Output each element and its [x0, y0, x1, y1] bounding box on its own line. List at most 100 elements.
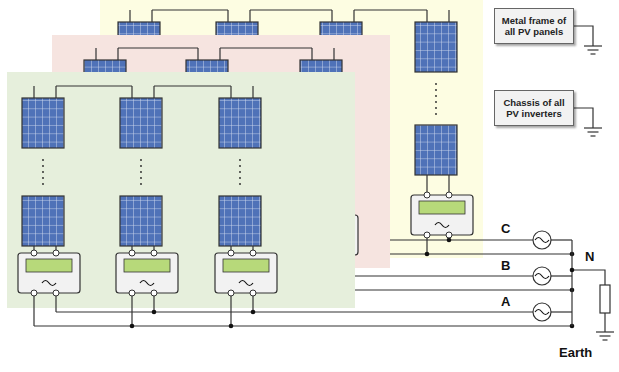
continuation-dot — [435, 107, 437, 109]
grounding-box: Chassis of all PV inverters — [494, 90, 574, 126]
terminal — [151, 290, 157, 296]
ground-symbol — [584, 45, 602, 46]
ground-symbol — [596, 331, 614, 332]
string-wire — [230, 86, 231, 98]
ac-symbol — [239, 281, 253, 286]
pv-array-layer — [7, 72, 574, 328]
ac-symbol — [535, 310, 549, 315]
junction-dot — [152, 310, 157, 315]
inverter-display — [223, 259, 269, 272]
neutral-star — [571, 240, 572, 326]
pv-panel — [120, 98, 162, 148]
continuation-dot — [435, 83, 437, 85]
ac-source — [533, 303, 551, 321]
string-wire — [55, 86, 56, 98]
ac-symbol — [140, 281, 154, 286]
ground-symbol — [584, 127, 602, 128]
ac-source — [533, 231, 551, 249]
string-wire — [333, 48, 334, 60]
terminal — [228, 290, 234, 296]
terminal — [250, 290, 256, 296]
array-background — [7, 72, 355, 308]
string-wire — [56, 85, 132, 86]
continuation-dot — [239, 171, 241, 173]
continuation-dot — [140, 165, 142, 167]
terminal — [446, 192, 452, 198]
string-wire — [331, 10, 332, 22]
string-wire — [95, 48, 96, 60]
continuation-dot — [435, 89, 437, 91]
junction-dot — [425, 252, 430, 257]
ac-symbol — [435, 223, 449, 228]
earth-wire — [604, 313, 605, 332]
ac-source — [533, 267, 551, 285]
ac-wire — [230, 293, 231, 326]
continuation-dot — [435, 101, 437, 103]
junction-dot — [229, 324, 234, 329]
ground-symbol — [588, 49, 599, 50]
string-wire — [227, 10, 228, 22]
source-wire — [551, 275, 572, 276]
terminal — [424, 232, 430, 238]
continuation-dot — [42, 177, 44, 179]
string-wire — [354, 9, 427, 10]
string-wire — [131, 86, 132, 98]
string-wire — [118, 47, 198, 48]
ac-wire — [33, 293, 34, 326]
string-wire — [129, 10, 130, 22]
inverter-display — [419, 201, 465, 214]
string-wire — [250, 9, 332, 10]
earth-wire — [574, 108, 593, 128]
terminal — [250, 250, 256, 256]
neutral-bus — [34, 325, 572, 326]
source-wire — [551, 311, 572, 312]
junction-dot — [251, 310, 256, 315]
inverter-display — [26, 259, 72, 272]
ground-symbol — [588, 131, 599, 132]
ground-symbol — [591, 135, 596, 136]
pv-panel — [415, 125, 457, 175]
string-wire — [197, 48, 198, 60]
phase-bus — [56, 311, 533, 312]
pv-panel — [120, 196, 162, 246]
terminal — [151, 250, 157, 256]
ac-symbol — [535, 274, 549, 279]
ground-symbol — [591, 53, 596, 54]
terminal — [129, 250, 135, 256]
string-wire — [117, 48, 118, 60]
inverter-display — [124, 259, 170, 272]
continuation-dot — [140, 183, 142, 185]
earth-label: Earth — [558, 346, 593, 360]
continuation-dot — [42, 165, 44, 167]
continuation-dot — [435, 95, 437, 97]
string-wire — [311, 48, 312, 60]
pv-inverter — [116, 253, 178, 293]
box-label: Metal frame of all PV panels — [499, 15, 569, 38]
continuation-dot — [239, 159, 241, 161]
neutral-wire — [572, 270, 605, 285]
string-wire — [353, 10, 354, 22]
string-wire — [154, 85, 231, 86]
string-wire — [33, 86, 34, 98]
pv-panel — [415, 22, 457, 72]
terminal — [53, 290, 59, 296]
phase-label: B — [500, 259, 511, 273]
pv-inverter — [18, 253, 80, 293]
box-label: Chassis of all PV inverters — [499, 97, 569, 120]
string-wire — [220, 47, 312, 48]
source-wire — [551, 239, 572, 240]
string-wire — [153, 86, 154, 98]
terminal — [446, 232, 452, 238]
continuation-dot — [42, 183, 44, 185]
ac-symbol — [535, 238, 549, 243]
terminal — [53, 250, 59, 256]
terminal — [31, 250, 37, 256]
pv-inverter — [215, 253, 277, 293]
string-wire — [426, 10, 427, 22]
grid-source-group — [533, 231, 614, 340]
string-wire — [219, 48, 220, 60]
continuation-dot — [42, 171, 44, 173]
box-grounding — [574, 26, 602, 136]
continuation-dot — [239, 183, 241, 185]
